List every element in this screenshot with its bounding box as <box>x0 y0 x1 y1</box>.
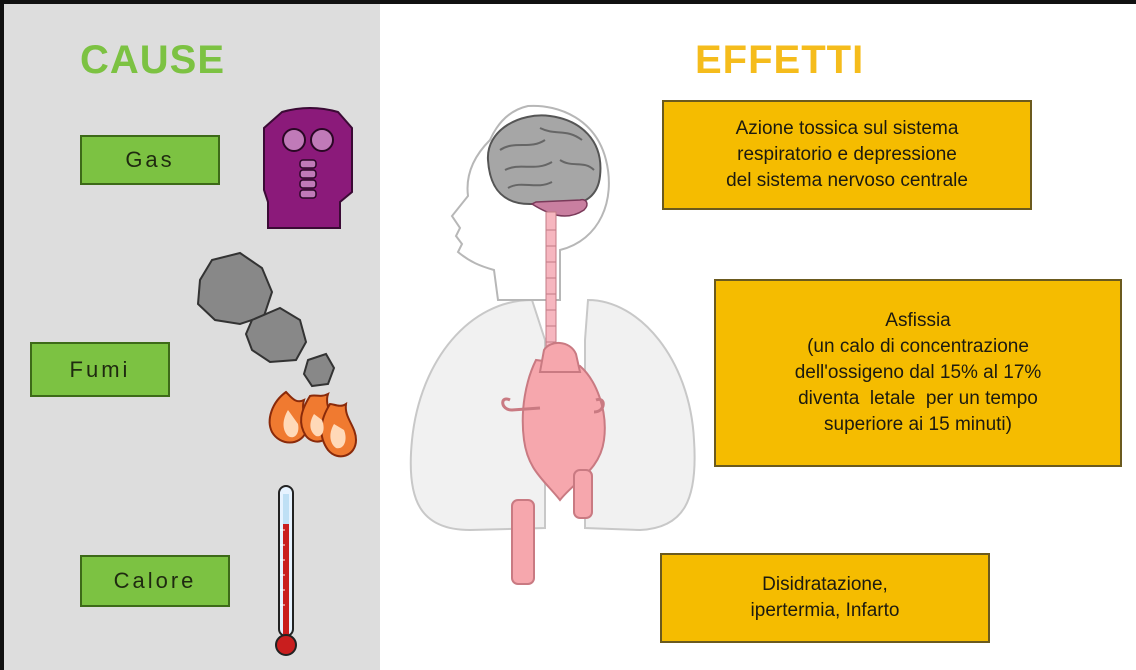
thermometer-icon <box>276 486 296 655</box>
human-anatomy-icon <box>411 106 695 584</box>
gas-mask-icon <box>264 108 352 228</box>
effect-2-line-4: diventa letale per un tempo <box>716 386 1120 412</box>
effect-2-line-5: superiore ai 15 minuti) <box>716 412 1120 438</box>
effect-2-line-2: (un calo di concentrazione <box>716 334 1120 360</box>
effect-2-line-3: dell'ossigeno dal 15% al 17% <box>716 360 1120 386</box>
effect-1-line-2: respiratorio e depressione <box>664 142 1030 168</box>
smoke-fire-icon <box>198 253 356 456</box>
effect-3-line-1: Disidratazione, <box>662 572 988 598</box>
effect-1-line-3: del sistema nervoso centrale <box>664 168 1030 194</box>
effect-box-dehydration: Disidratazione, ipertermia, Infarto <box>660 553 990 643</box>
effect-2-line-1: Asfissia <box>716 308 1120 334</box>
effect-1-line-1: Azione tossica sul sistema <box>664 116 1030 142</box>
effect-3-line-2: ipertermia, Infarto <box>662 598 988 624</box>
effect-box-asphyxia: Asfissia (un calo di concentrazione dell… <box>714 279 1122 467</box>
effect-box-toxic-action: Azione tossica sul sistema respiratorio … <box>662 100 1032 210</box>
